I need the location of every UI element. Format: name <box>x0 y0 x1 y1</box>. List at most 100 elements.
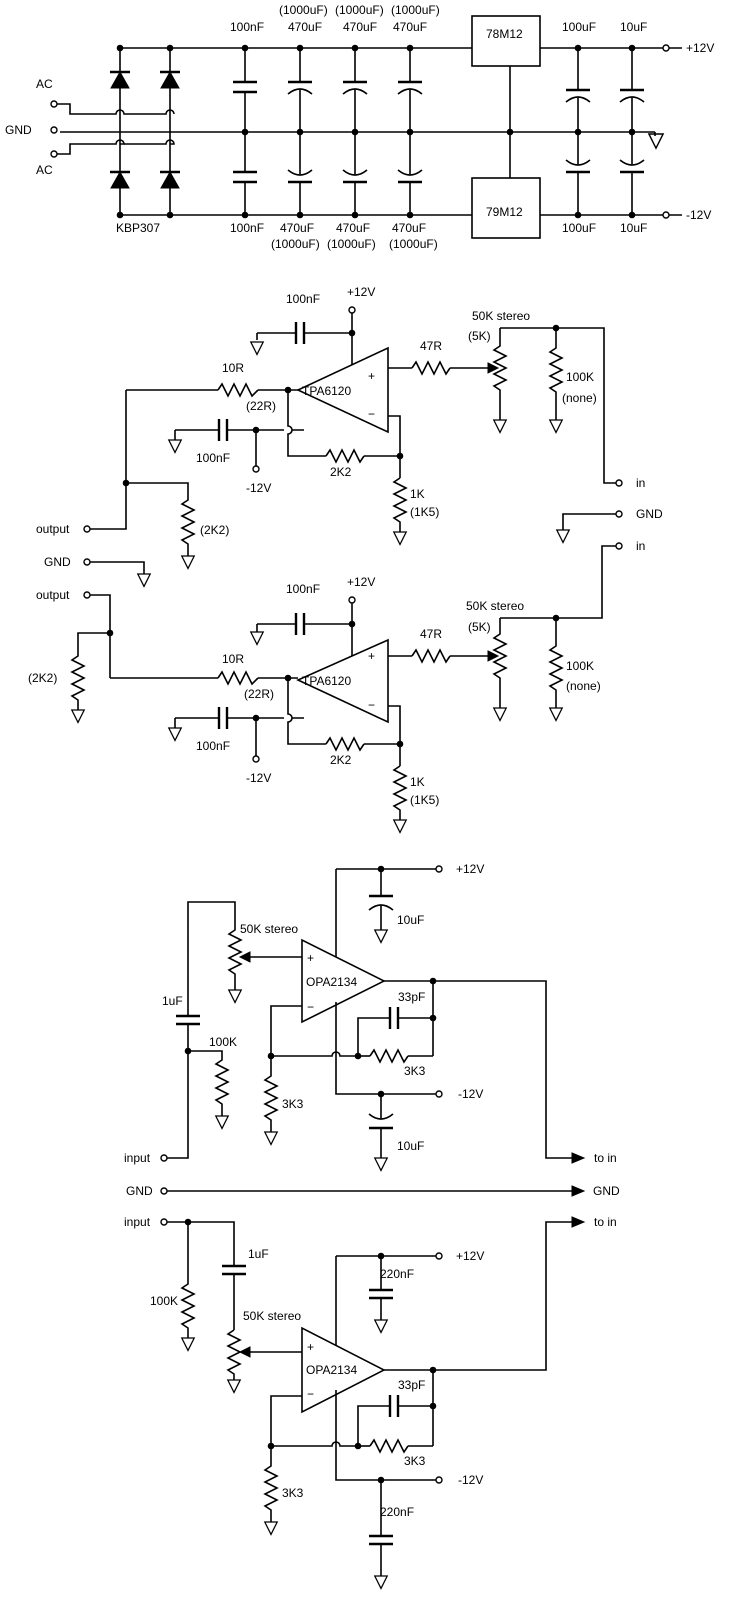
cap-value-label: 10uF <box>397 913 424 927</box>
bridge-diode <box>110 70 130 89</box>
resistor-47r <box>411 360 451 376</box>
cap-value-label: 470uF <box>280 221 314 235</box>
to-in-label: to in <box>594 1215 617 1229</box>
cap-value-label: 1uF <box>162 994 183 1008</box>
cap-value-label: 1uF <box>248 1247 269 1261</box>
ground-symbol <box>549 707 563 722</box>
bridge-diode <box>160 70 180 89</box>
vneg-label: -12V <box>246 481 271 495</box>
resistor-label: 1K <box>410 775 425 789</box>
cap-value-label: 220nF <box>380 1267 414 1281</box>
cap-value-label: 100nF <box>230 221 264 235</box>
bridge-diode <box>160 170 180 189</box>
cap-alt-label: (1000uF) <box>271 237 320 251</box>
cap-value-label: 100nF <box>196 451 230 465</box>
ground-symbol <box>374 1575 388 1590</box>
ground-symbol <box>168 439 182 454</box>
vneg-label: -12V <box>458 1473 483 1487</box>
cap-value-label: 33pF <box>398 990 425 1004</box>
resistor-label: 47R <box>420 339 442 353</box>
in-terminal <box>615 542 623 550</box>
cap-value-label: 10uF <box>620 221 647 235</box>
capacitor <box>565 132 591 215</box>
gnd-terminal <box>615 510 623 518</box>
cap-value-label: 470uF <box>393 20 427 34</box>
capacitor <box>287 48 313 132</box>
resistor-alt-label: (2K2) <box>200 523 229 537</box>
vpos-label: +12V <box>347 285 375 299</box>
cap-value-label: 100nF <box>286 582 320 596</box>
plus-sign: + <box>307 1340 314 1354</box>
plus-sign: + <box>307 951 314 965</box>
capacitor <box>397 132 423 215</box>
ground-symbol <box>181 1337 195 1352</box>
vpos-terminal <box>662 44 670 52</box>
pot-label: 50K stereo <box>243 1309 301 1323</box>
pot-50k-stereo <box>492 328 508 420</box>
resistor-1k <box>392 477 408 532</box>
cap-alt-label: (1000uF) <box>279 3 328 17</box>
ground-bus: GND GND <box>126 1184 620 1198</box>
ground-symbol <box>215 1115 229 1130</box>
resistor-3k3-fb <box>369 1438 409 1454</box>
ground-symbol <box>264 1131 278 1146</box>
opamp-opa2134 <box>301 1326 386 1414</box>
resistor-label: 3K3 <box>404 1454 426 1468</box>
resistor-3k3-gnd <box>263 1056 279 1132</box>
resistor-alt-label: (1K5) <box>410 793 439 807</box>
in-terminal <box>615 479 623 487</box>
ac-terminal <box>50 150 58 158</box>
vneg-terminal <box>435 1090 443 1098</box>
output-terminal <box>83 591 91 599</box>
ground-symbol <box>549 419 563 434</box>
output-label: output <box>36 522 70 536</box>
resistor-load <box>70 632 110 710</box>
headphone-amp-channel-1: 100nF +12V TPA6120 + − 47R 50K stereo (5… <box>36 285 645 570</box>
gnd-label: GND <box>636 507 663 521</box>
vneg-terminal <box>435 1476 443 1484</box>
resistor-3k3-fb <box>369 1048 409 1064</box>
input-label: input <box>124 1151 151 1165</box>
cap-value-label: 100uF <box>562 20 596 34</box>
preamp-channel-2: input 1uF 100K 50K stereo +12V 220nF OPA… <box>124 1215 617 1590</box>
ground-symbol <box>393 531 407 546</box>
plus-sign: + <box>368 369 375 383</box>
capacitor <box>619 132 645 215</box>
resistor-alt-label: (22R) <box>244 687 274 701</box>
ground-symbol <box>493 707 507 722</box>
ground-symbol <box>374 929 388 944</box>
opamp-tpa6120 <box>296 346 389 434</box>
pot-50k-stereo <box>187 901 243 1000</box>
resistor-10r <box>217 670 259 686</box>
resistor-label: 2K2 <box>330 753 352 767</box>
cap-alt-label: (1000uF) <box>389 237 438 251</box>
chip-label: TPA6120 <box>302 384 351 398</box>
capacitor <box>342 48 368 132</box>
vpos-terminal <box>348 596 356 604</box>
ground-symbol <box>374 1157 388 1172</box>
minus-sign: − <box>307 1000 314 1014</box>
ac-label: AC <box>36 77 53 91</box>
ground-symbol <box>264 1521 278 1536</box>
resistor-2k2 <box>325 736 365 752</box>
cap-value-label: 100uF <box>562 221 596 235</box>
vneg-label: -12V <box>246 771 271 785</box>
minus-sign: − <box>368 407 375 421</box>
resistor-alt-label: (none) <box>562 391 597 405</box>
opamp-tpa6120 <box>296 638 389 724</box>
vpos-label: +12V <box>456 1249 484 1263</box>
cap-alt-label: (1000uF) <box>327 237 376 251</box>
chip-label: OPA2134 <box>306 975 357 989</box>
vpos-label: +12V <box>686 41 714 55</box>
resistor-47r <box>411 648 451 664</box>
resistor-alt-label: (1K5) <box>410 505 439 519</box>
to-in-label: to in <box>594 1151 617 1165</box>
pot-50k-stereo <box>226 1329 242 1380</box>
pot-alt-label: (5K) <box>468 329 491 343</box>
cap-value-label: 470uF <box>336 221 370 235</box>
resistor-1k <box>392 765 408 820</box>
gnd-terminal <box>160 1187 168 1195</box>
opamp-opa2134 <box>301 938 386 1024</box>
input-terminal <box>160 1154 168 1162</box>
ground-symbol <box>648 133 664 149</box>
